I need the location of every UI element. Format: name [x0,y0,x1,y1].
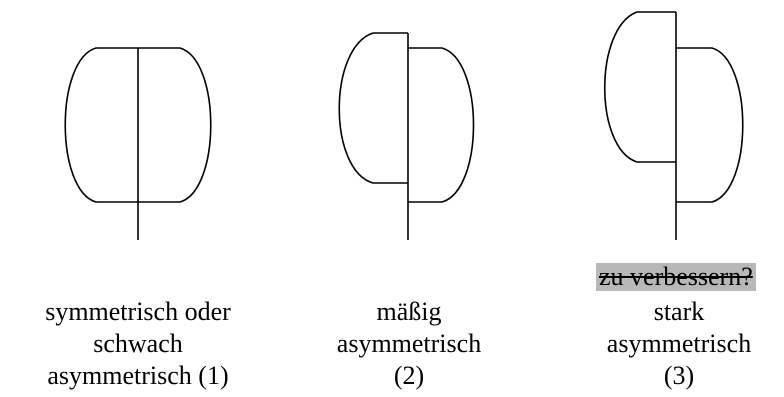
shape-3-outline-right [676,48,743,202]
shape-1-outline-right [138,48,211,202]
caption-2-line-3: (2) [274,360,544,392]
caption-1-line-2: schwach [0,328,276,360]
caption-shape-2: mäßig asymmetrisch (2) [274,296,544,392]
shape-3-outline-left [605,12,676,162]
shape-moderately-asymmetric [339,33,473,240]
shape-symmetric [65,48,211,240]
revision-note: zu verbessern? [596,263,756,291]
caption-1-line-1: symmetrisch oder [0,296,276,328]
caption-1-line-3: asymmetrisch (1) [0,360,276,392]
caption-shape-3: stark asymmetrisch (3) [574,296,784,392]
caption-2-line-2: asymmetrisch [274,328,544,360]
shape-2-outline-left [339,33,408,183]
caption-3-line-3: (3) [574,360,784,392]
shape-1-outline [65,48,138,202]
caption-3-line-1: stark [574,296,784,328]
caption-3-line-2: asymmetrisch [574,328,784,360]
caption-shape-1: symmetrisch oder schwach asymmetrisch (1… [0,296,276,392]
shape-2-outline-right [408,48,474,202]
shape-strongly-asymmetric [605,12,743,240]
caption-2-line-1: mäßig [274,296,544,328]
